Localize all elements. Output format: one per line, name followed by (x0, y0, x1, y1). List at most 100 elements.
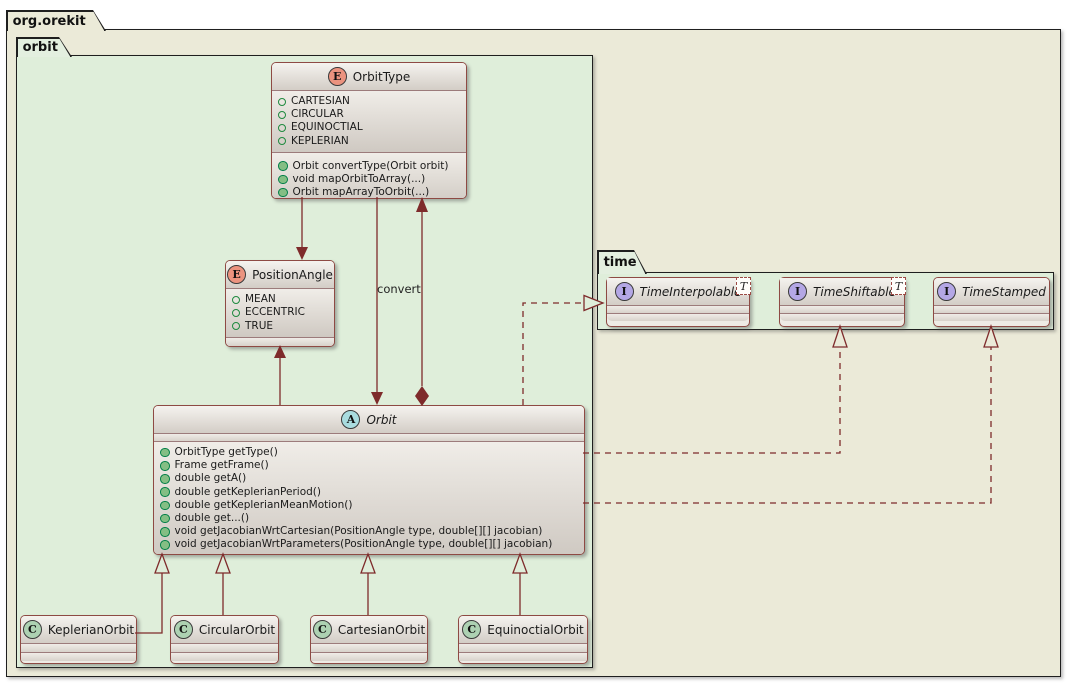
class-title: E PositionAngle (226, 261, 334, 288)
enum-constant: TRUE (232, 320, 328, 333)
class-spot-icon: C (22, 620, 42, 639)
method: double getKeplerianMeanMotion() (160, 499, 578, 512)
enum-constant: ECCENTRIC (232, 306, 328, 319)
fields-compartment-empty (154, 433, 584, 441)
member-label: void getJacobianWrtCartesian(PositionAng… (174, 525, 543, 538)
class-name: CircularOrbit (198, 622, 276, 637)
member-label: Orbit mapArrayToOrbit(...) (292, 185, 430, 198)
enum-spot-icon: E (327, 67, 347, 86)
method-icon (278, 187, 288, 198)
member-label: OrbitType getType() (174, 446, 278, 458)
package-tab-org-orekit: org.orekit (6, 10, 106, 31)
class-title: E OrbitType (272, 63, 466, 90)
enum-constant: MEAN (232, 293, 328, 306)
method-icon (160, 487, 170, 497)
fields-compartment-empty (21, 643, 136, 652)
methods-compartment-empty (780, 313, 904, 321)
member-label: CIRCULAR (291, 108, 344, 121)
member-label: MEAN (245, 293, 276, 306)
class-name: KeplerianOrbit (47, 622, 135, 637)
interface-spot-icon: I (614, 282, 634, 301)
field-icon (278, 124, 286, 132)
methods-compartment-empty (311, 652, 427, 661)
class-box-orbit: A Orbit OrbitType getType() Frame getFra… (153, 405, 585, 555)
method-icon (160, 527, 170, 537)
method: OrbitType getType() (160, 446, 578, 459)
member-label: CARTESIAN (291, 95, 350, 107)
method: double get...() (160, 512, 578, 525)
class-name: Orbit (366, 412, 397, 427)
member-label: EQUINOCTIAL (291, 121, 363, 134)
method-icon (160, 500, 170, 511)
class-title: I TimeStamped (934, 278, 1049, 305)
fields-compartment: MEAN ECCENTRIC TRUE (226, 288, 334, 337)
enum-spot-icon: E (227, 265, 247, 284)
class-box-timeshiftable: T I TimeShiftable (779, 277, 906, 327)
package-tab-orbit: orbit (16, 37, 72, 57)
method-icon (278, 174, 288, 185)
class-title: A Orbit (154, 406, 584, 433)
method-icon (278, 161, 288, 171)
methods-compartment-empty (459, 652, 587, 661)
fields-compartment-empty (459, 643, 587, 652)
method-icon (160, 513, 170, 524)
class-box-orbittype: E OrbitType CARTESIAN CIRCULAR EQUINOCTI… (271, 62, 467, 199)
class-spot-icon: C (173, 620, 193, 639)
class-title: I TimeShiftable (780, 278, 904, 305)
field-icon (278, 97, 286, 106)
enum-constant: KEPLERIAN (278, 135, 460, 148)
package-label-orbit: orbit (22, 40, 58, 56)
member-label: KEPLERIAN (291, 134, 349, 147)
method: double getKeplerianPeriod() (160, 486, 578, 499)
fields-compartment: CARTESIAN CIRCULAR EQUINOCTIAL KEPLERIAN (272, 90, 466, 152)
class-title: C CircularOrbit (171, 616, 278, 643)
member-label: Frame getFrame() (174, 459, 269, 472)
class-title: C EquinoctialOrbit (459, 616, 587, 643)
member-label: ECCENTRIC (245, 306, 305, 319)
class-name: OrbitType (352, 69, 411, 84)
member-label: void getJacobianWrtParameters(PositionAn… (174, 538, 553, 551)
method-icon (160, 447, 170, 458)
method: Frame getFrame() (160, 459, 578, 472)
member-label: double getA() (174, 472, 247, 485)
method: void getJacobianWrtParameters(PositionAn… (160, 538, 578, 551)
abstract-spot-icon: A (341, 410, 361, 429)
class-box-timeinterpolable: T I TimeInterpolable (606, 277, 751, 327)
class-box-cartesianorbit: C CartesianOrbit (310, 615, 428, 664)
class-name: PositionAngle (252, 267, 333, 282)
member-label: double getKeplerianPeriod() (174, 485, 322, 498)
field-icon (278, 137, 286, 146)
field-icon (232, 322, 240, 331)
fields-compartment-empty (607, 305, 749, 313)
class-spot-icon: C (312, 620, 332, 639)
member-label: TRUE (245, 319, 274, 332)
field-icon (278, 110, 286, 119)
member-label: void mapOrbitToArray(...) (292, 172, 426, 185)
method-icon (160, 474, 170, 484)
method-icon (160, 461, 170, 471)
fields-compartment-empty (780, 305, 904, 313)
class-title: C CartesianOrbit (311, 616, 427, 643)
class-name: CartesianOrbit (337, 622, 426, 637)
package-tab-time: time (597, 250, 647, 274)
methods-compartment-empty (171, 652, 278, 661)
enum-constant: CIRCULAR (278, 108, 460, 121)
field-icon (232, 295, 240, 304)
class-name: EquinoctialOrbit (487, 622, 584, 637)
methods-compartment-empty (607, 313, 749, 321)
methods-compartment: Orbit convertType(Orbit orbit) void mapO… (272, 151, 466, 198)
class-name: TimeStamped (962, 284, 1046, 299)
interface-spot-icon: I (788, 282, 808, 301)
class-name: TimeInterpolable (639, 284, 742, 299)
class-box-equinoctialorbit: C EquinoctialOrbit (458, 615, 588, 664)
class-box-positionangle: E PositionAngle MEAN ECCENTRIC TRUE (225, 260, 335, 347)
package-label-time: time (603, 255, 637, 271)
fields-compartment-empty (934, 305, 1049, 313)
class-box-circularorbit: C CircularOrbit (170, 615, 279, 664)
method: double getA() (160, 472, 578, 485)
generic-type-badge: T (736, 277, 751, 295)
interface-spot-icon: I (937, 282, 957, 301)
methods-compartment: OrbitType getType() Frame getFrame() dou… (154, 441, 584, 554)
fields-compartment-empty (171, 643, 278, 652)
